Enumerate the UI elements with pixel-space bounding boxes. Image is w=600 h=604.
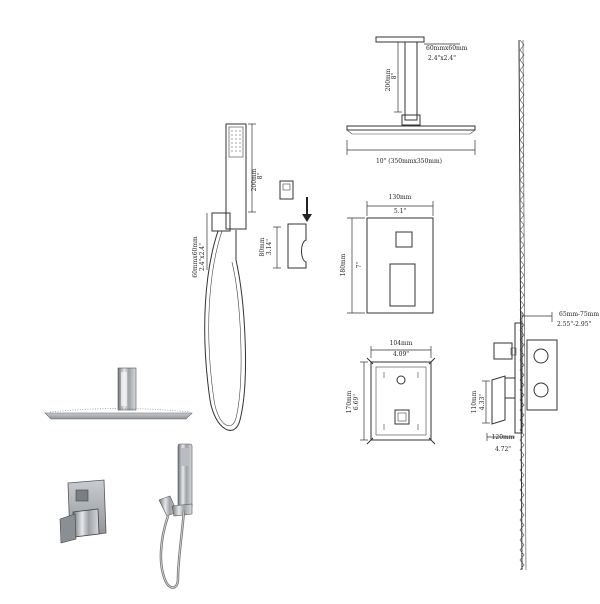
valve-side-view-drawing — [482, 312, 558, 441]
hose-base-size-in: 2.4"x2.4" — [199, 243, 206, 271]
valve-box-drawing — [360, 346, 436, 445]
ceiling-rain-shower-drawing — [346, 36, 476, 155]
side-depth-mm: 120mm — [492, 434, 515, 441]
wall-depth-mm: 65mm-75mm — [559, 311, 599, 318]
holder-height-mm: 80mm — [259, 237, 266, 256]
valve-height-in: 6.69" — [353, 394, 360, 410]
valve-width-mm: 104mm — [390, 340, 413, 347]
wall-section — [518, 39, 527, 571]
shower-arm-height-mm: 200mm — [385, 68, 392, 91]
trim-width-mm: 130mm — [389, 194, 412, 201]
side-height-mm: 110mm — [471, 390, 478, 413]
hand-shower-kit-render — [158, 443, 193, 589]
side-height-in: 4.33" — [479, 394, 486, 410]
holder-height-in: 3.14" — [266, 239, 273, 255]
shower-arm-height-in: 8" — [391, 72, 398, 79]
trim-plate-drawing — [347, 201, 434, 314]
wall-depth-in: 2.55"-2.95" — [557, 321, 592, 328]
trim-height-in: 7" — [356, 261, 363, 268]
trim-plate-render — [59, 479, 107, 544]
shower-arm-size-mm: 60mmx60mm — [426, 45, 468, 52]
side-depth-in: 4.72" — [495, 446, 511, 453]
hand-shower-height-mm: 200mm — [251, 168, 258, 191]
valve-width-in: 4.09" — [393, 351, 409, 358]
hand-shower-holder-drawing — [273, 180, 312, 269]
hand-shower-hose-drawing — [204, 123, 256, 431]
shower-arm-size-in: 2.4"x2.4" — [428, 55, 456, 62]
hose-base-size-mm: 60mmx60mm — [192, 236, 199, 278]
trim-width-in: 5.1" — [394, 208, 407, 215]
rain-head-render — [44, 367, 193, 420]
trim-height-mm: 180mm — [340, 253, 347, 276]
hand-shower-height-in: 8" — [257, 172, 264, 179]
valve-height-mm: 170mm — [346, 390, 353, 413]
rain-head-width: 10" (350mmx350mm) — [376, 158, 442, 165]
